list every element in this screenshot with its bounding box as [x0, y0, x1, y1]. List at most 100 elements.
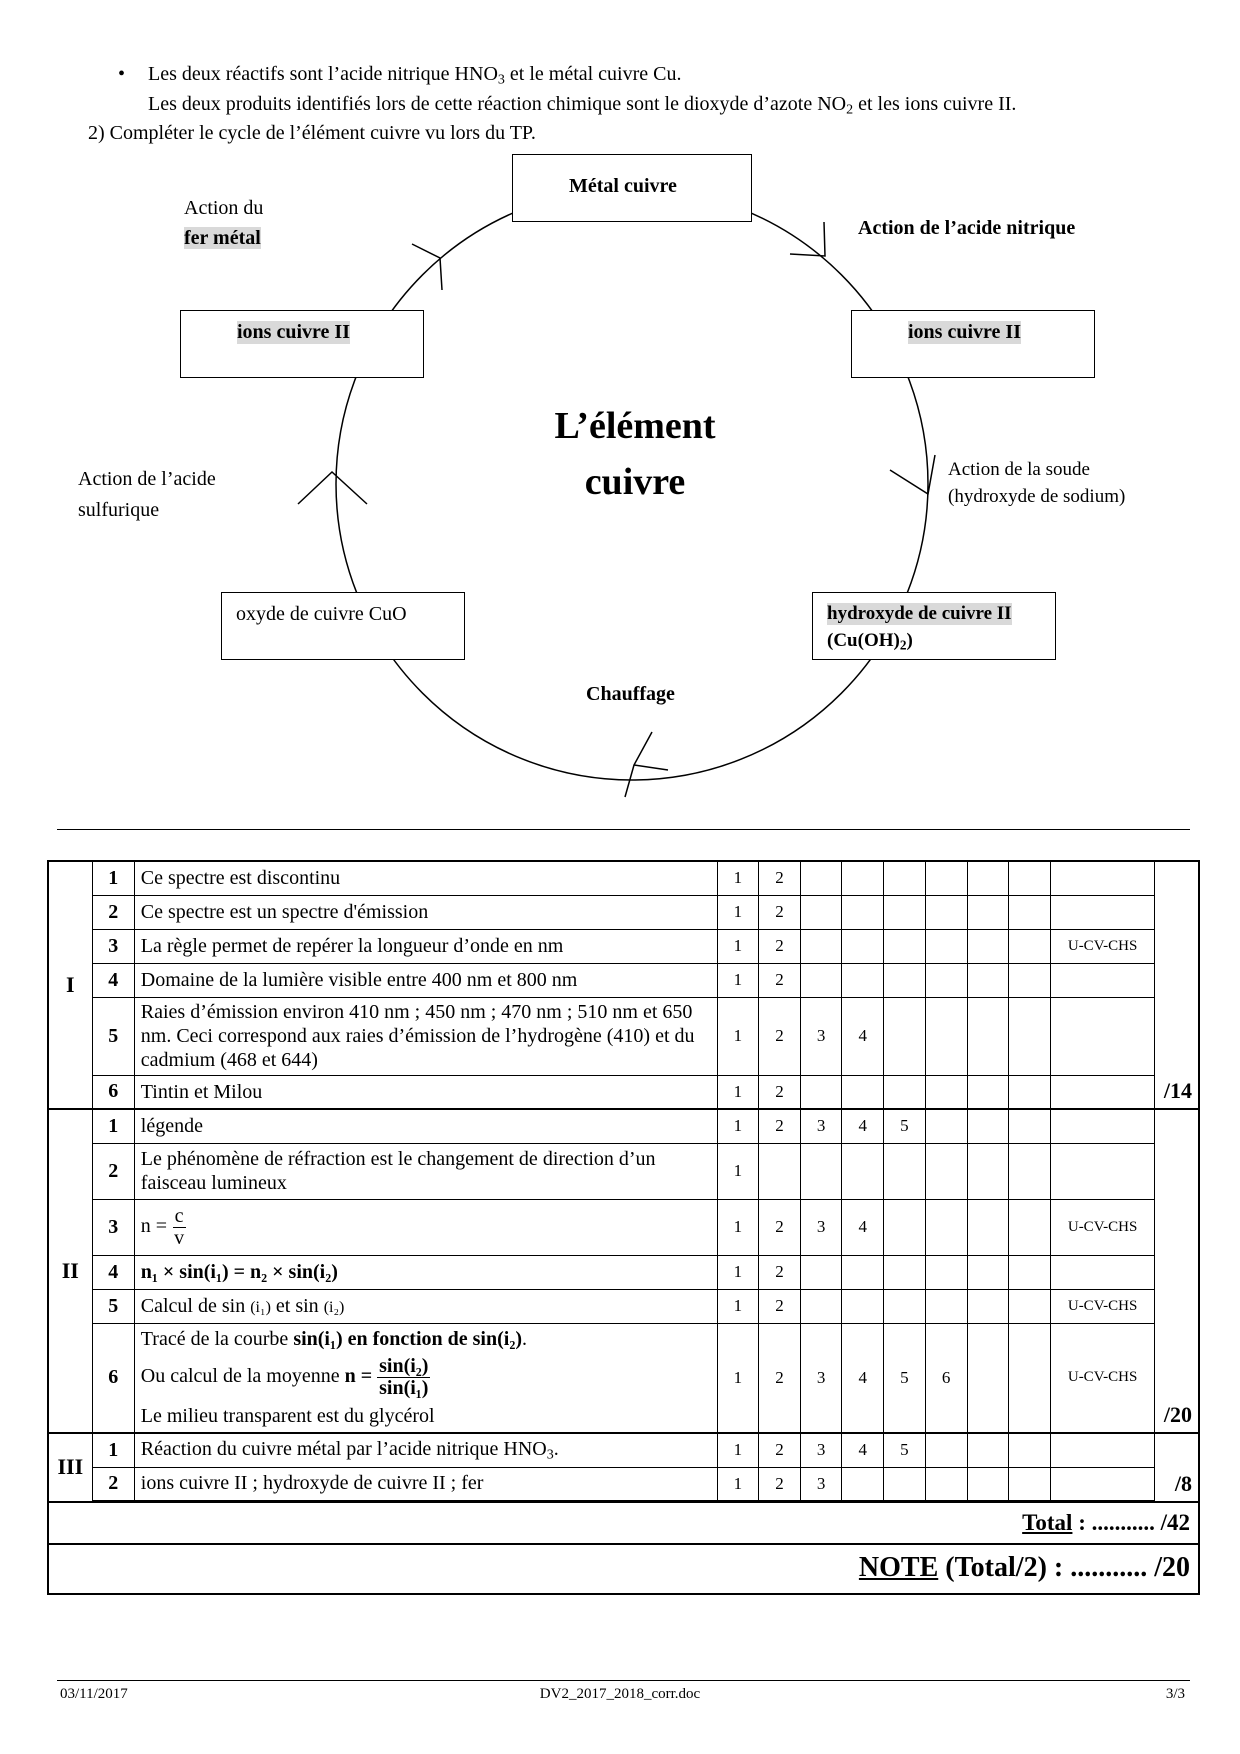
point-cell[interactable] [924, 1198, 968, 1256]
point-cell[interactable] [966, 1432, 1009, 1468]
point-cell[interactable]: 2 [757, 928, 802, 964]
point-cell[interactable] [841, 1142, 885, 1200]
point-cell[interactable] [800, 928, 843, 964]
point-cell[interactable] [1007, 1198, 1051, 1256]
point-cell[interactable]: 1 [716, 996, 759, 1076]
point-cell[interactable]: 1 [716, 928, 759, 964]
point-cell[interactable] [1007, 996, 1051, 1076]
point-cell[interactable] [800, 894, 843, 930]
point-cell[interactable] [924, 1142, 968, 1200]
point-cell[interactable] [966, 860, 1009, 896]
point-cell[interactable] [966, 1142, 1009, 1200]
point-cell[interactable] [1007, 1074, 1051, 1110]
point-cell[interactable]: 2 [757, 1288, 802, 1324]
point-cell[interactable]: 6 [924, 1322, 968, 1434]
point-cell[interactable] [883, 1198, 926, 1256]
point-cell[interactable] [1007, 1108, 1051, 1144]
point-cell[interactable] [883, 996, 926, 1076]
point-cell[interactable] [883, 1142, 926, 1200]
point-cell[interactable] [883, 894, 926, 930]
point-cell[interactable] [883, 928, 926, 964]
point-cell[interactable]: 2 [757, 894, 802, 930]
point-cell[interactable]: 4 [841, 996, 885, 1076]
point-cell[interactable] [966, 1074, 1009, 1110]
point-cell[interactable]: 2 [757, 1074, 802, 1110]
point-cell[interactable]: 1 [716, 860, 759, 896]
point-cell[interactable]: 4 [841, 1198, 885, 1256]
point-cell[interactable] [841, 860, 885, 896]
point-cell[interactable] [924, 860, 968, 896]
point-cell[interactable] [924, 1254, 968, 1290]
point-cell[interactable] [883, 860, 926, 896]
point-cell[interactable]: 1 [716, 1108, 759, 1144]
point-cell[interactable]: 1 [716, 1254, 759, 1290]
point-cell[interactable]: 2 [757, 860, 802, 896]
point-cell[interactable] [841, 928, 885, 964]
point-cell[interactable] [800, 962, 843, 998]
point-cell[interactable]: 5 [883, 1432, 926, 1468]
point-cell[interactable] [966, 1322, 1009, 1434]
point-cell[interactable] [883, 1288, 926, 1324]
point-cell[interactable]: 3 [800, 1466, 843, 1502]
point-cell[interactable] [1007, 1254, 1051, 1290]
point-cell[interactable] [800, 1288, 843, 1324]
point-cell[interactable]: 2 [757, 1322, 802, 1434]
total-value[interactable]: : ........... /42 [1072, 1510, 1190, 1535]
point-cell[interactable] [966, 1108, 1009, 1144]
point-cell[interactable] [1007, 1466, 1051, 1502]
point-cell[interactable] [1007, 860, 1051, 896]
point-cell[interactable] [757, 1142, 802, 1200]
point-cell[interactable]: 4 [841, 1432, 885, 1468]
point-cell[interactable] [924, 1466, 968, 1502]
point-cell[interactable]: 1 [716, 962, 759, 998]
point-cell[interactable]: 2 [757, 1432, 802, 1468]
point-cell[interactable] [966, 1254, 1009, 1290]
point-cell[interactable]: 2 [757, 1466, 802, 1502]
point-cell[interactable]: 1 [716, 1142, 759, 1200]
point-cell[interactable]: 4 [841, 1108, 885, 1144]
point-cell[interactable] [966, 928, 1009, 964]
point-cell[interactable]: 5 [883, 1322, 926, 1434]
point-cell[interactable]: 2 [757, 996, 802, 1076]
point-cell[interactable]: 2 [757, 1198, 802, 1256]
point-cell[interactable]: 5 [883, 1108, 926, 1144]
note-value[interactable]: (Total/2) : ........... /20 [938, 1552, 1190, 1583]
point-cell[interactable]: 3 [800, 1432, 843, 1468]
point-cell[interactable] [924, 1432, 968, 1468]
point-cell[interactable]: 2 [757, 1254, 802, 1290]
point-cell[interactable]: 2 [757, 962, 802, 998]
point-cell[interactable] [966, 1466, 1009, 1502]
point-cell[interactable]: 1 [716, 1466, 759, 1502]
point-cell[interactable]: 3 [800, 1322, 843, 1434]
point-cell[interactable] [841, 894, 885, 930]
point-cell[interactable] [924, 962, 968, 998]
point-cell[interactable]: 1 [716, 1074, 759, 1110]
point-cell[interactable] [1007, 1432, 1051, 1468]
point-cell[interactable] [966, 1288, 1009, 1324]
point-cell[interactable]: 3 [800, 1108, 843, 1144]
point-cell[interactable] [966, 996, 1009, 1076]
point-cell[interactable] [924, 996, 968, 1076]
point-cell[interactable] [1007, 1288, 1051, 1324]
point-cell[interactable] [800, 1142, 843, 1200]
point-cell[interactable] [924, 894, 968, 930]
point-cell[interactable] [800, 860, 843, 896]
point-cell[interactable] [966, 962, 1009, 998]
point-cell[interactable] [1007, 1142, 1051, 1200]
point-cell[interactable] [924, 928, 968, 964]
point-cell[interactable] [924, 1074, 968, 1110]
point-cell[interactable] [1007, 928, 1051, 964]
point-cell[interactable] [841, 1288, 885, 1324]
point-cell[interactable] [924, 1108, 968, 1144]
point-cell[interactable]: 1 [716, 1288, 759, 1324]
point-cell[interactable] [1007, 962, 1051, 998]
point-cell[interactable]: 2 [757, 1108, 802, 1144]
point-cell[interactable] [800, 1074, 843, 1110]
point-cell[interactable] [966, 1198, 1009, 1256]
point-cell[interactable] [966, 894, 1009, 930]
point-cell[interactable] [883, 1074, 926, 1110]
point-cell[interactable]: 4 [841, 1322, 885, 1434]
point-cell[interactable] [841, 1254, 885, 1290]
point-cell[interactable] [883, 962, 926, 998]
point-cell[interactable] [883, 1254, 926, 1290]
